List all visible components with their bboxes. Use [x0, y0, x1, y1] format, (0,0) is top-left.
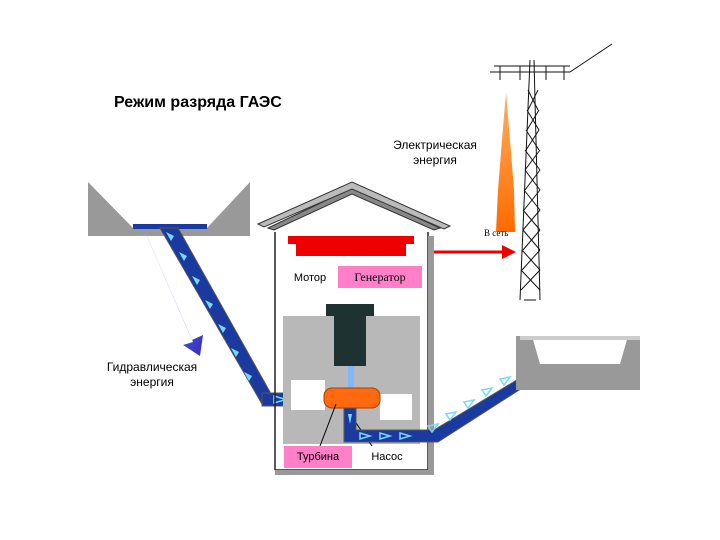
generator-label: Генератор — [338, 266, 422, 288]
hydraulic-energy-line1: Гидравлическая — [106, 360, 198, 374]
shaft-housing — [326, 304, 374, 388]
hydraulic-energy-arrow — [136, 234, 203, 356]
electric-energy-label: Электрическая энергия — [380, 138, 490, 168]
hydraulic-energy-label: Гидравлическая энергия — [92, 360, 212, 390]
to-grid-arrow — [434, 245, 516, 259]
to-grid-label: В сеть — [484, 228, 509, 238]
electric-energy-flame — [496, 92, 515, 232]
motor-label: Мотор — [284, 269, 336, 291]
upper-reservoir — [88, 182, 250, 236]
turbine-unit — [323, 387, 381, 409]
electric-energy-line2: энергия — [413, 153, 457, 167]
penstock-pipe — [159, 227, 271, 405]
pump-label: Насос — [371, 451, 403, 463]
hydraulic-energy-line2: энергия — [130, 375, 174, 389]
electric-energy-line1: Электрическая — [393, 138, 477, 152]
lower-reservoir — [516, 336, 640, 390]
diagram-title: Режим разряда ГАЭС — [114, 94, 282, 111]
transmission-tower — [490, 43, 613, 301]
turbine-label: Турбина — [284, 446, 352, 468]
generator-unit — [288, 236, 414, 256]
